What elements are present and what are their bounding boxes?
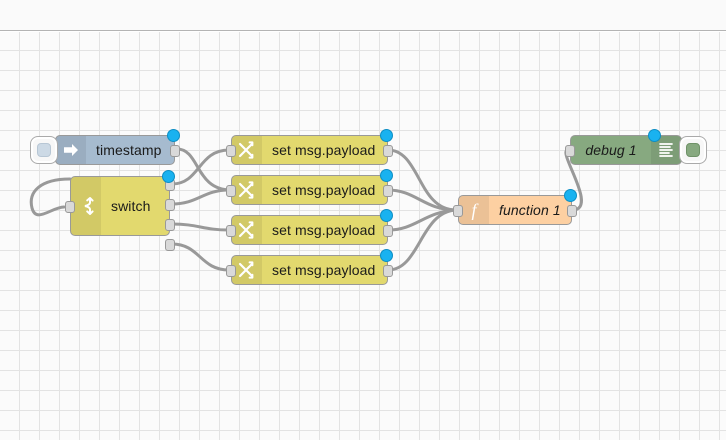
change-swap-icon xyxy=(232,136,262,164)
port-out-change-2[interactable] xyxy=(383,185,393,197)
node-inject-timestamp[interactable]: timestamp xyxy=(30,129,180,165)
status-dot-change-1 xyxy=(380,129,393,142)
debug-enable-button-inner xyxy=(686,143,700,157)
port-out-switch-2[interactable] xyxy=(165,199,175,211)
node-label-function-1: function 1 xyxy=(499,202,561,218)
port-out-change-1[interactable] xyxy=(383,145,393,157)
node-change-3[interactable]: set msg.payload xyxy=(226,209,393,245)
node-label-switch: switch xyxy=(111,198,151,214)
inject-fire-button-inner xyxy=(37,143,51,157)
node-label-change-3: set msg.payload xyxy=(272,222,376,238)
wire-switch-out1-to-change1 xyxy=(170,148,231,186)
wire-switch-out3-to-change3 xyxy=(170,222,231,232)
wire-change3-to-function xyxy=(386,208,458,232)
status-dot-change-3 xyxy=(380,209,393,222)
function-f-icon: f xyxy=(459,196,489,224)
status-dot-switch xyxy=(162,170,175,183)
port-out-function-1[interactable] xyxy=(567,205,577,217)
status-dot-change-2 xyxy=(380,169,393,182)
node-label-debug-1: debug 1 xyxy=(585,142,637,158)
port-in-change-3[interactable] xyxy=(226,225,236,237)
port-in-change-2[interactable] xyxy=(226,185,236,197)
node-label-change-2: set msg.payload xyxy=(272,182,376,198)
port-out-change-4[interactable] xyxy=(383,265,393,277)
debug-enable-button[interactable] xyxy=(679,136,707,164)
wire-change1-to-function xyxy=(386,148,458,212)
status-dot-change-4 xyxy=(380,249,393,262)
port-in-change-4[interactable] xyxy=(226,265,236,277)
svg-text:f: f xyxy=(471,200,479,220)
node-change-2[interactable]: set msg.payload xyxy=(226,169,393,205)
change-swap-icon xyxy=(232,256,262,284)
inject-fire-button[interactable] xyxy=(30,136,58,164)
node-label-change-4: set msg.payload xyxy=(272,262,376,278)
wire-switch-out2-to-change2 xyxy=(170,188,231,206)
port-out-switch-3[interactable] xyxy=(165,219,175,231)
wire-timestamp-to-change2 xyxy=(175,147,233,192)
node-change-4[interactable]: set msg.payload xyxy=(226,249,393,285)
status-dot-debug-1 xyxy=(648,129,661,142)
port-in-debug-1[interactable] xyxy=(565,145,575,157)
switch-branch-icon xyxy=(71,177,101,235)
port-out-change-3[interactable] xyxy=(383,225,393,237)
change-swap-icon xyxy=(232,176,262,204)
node-change-1[interactable]: set msg.payload xyxy=(226,129,393,165)
node-label-inject: timestamp xyxy=(96,142,162,158)
node-function-1[interactable]: f function 1 xyxy=(453,189,577,225)
port-in-switch[interactable] xyxy=(65,201,75,213)
node-switch[interactable]: switch xyxy=(65,170,175,251)
change-swap-icon xyxy=(232,216,262,244)
status-dot-function-1 xyxy=(564,189,577,202)
wire-change2-to-function xyxy=(386,188,458,212)
wire-switch-out4-to-change4 xyxy=(170,242,231,272)
port-out-inject[interactable] xyxy=(170,145,180,157)
node-label-change-1: set msg.payload xyxy=(272,142,376,158)
port-out-switch-4[interactable] xyxy=(165,239,175,251)
wire-change4-to-function xyxy=(386,208,458,272)
port-in-change-1[interactable] xyxy=(226,145,236,157)
status-dot-inject xyxy=(167,129,180,142)
node-debug-1[interactable]: debug 1 xyxy=(565,129,707,165)
arrow-right-icon xyxy=(56,136,86,164)
editor-top-strip xyxy=(0,0,726,31)
flow-canvas[interactable]: timestamp switch xyxy=(0,32,726,440)
port-in-function-1[interactable] xyxy=(453,205,463,217)
